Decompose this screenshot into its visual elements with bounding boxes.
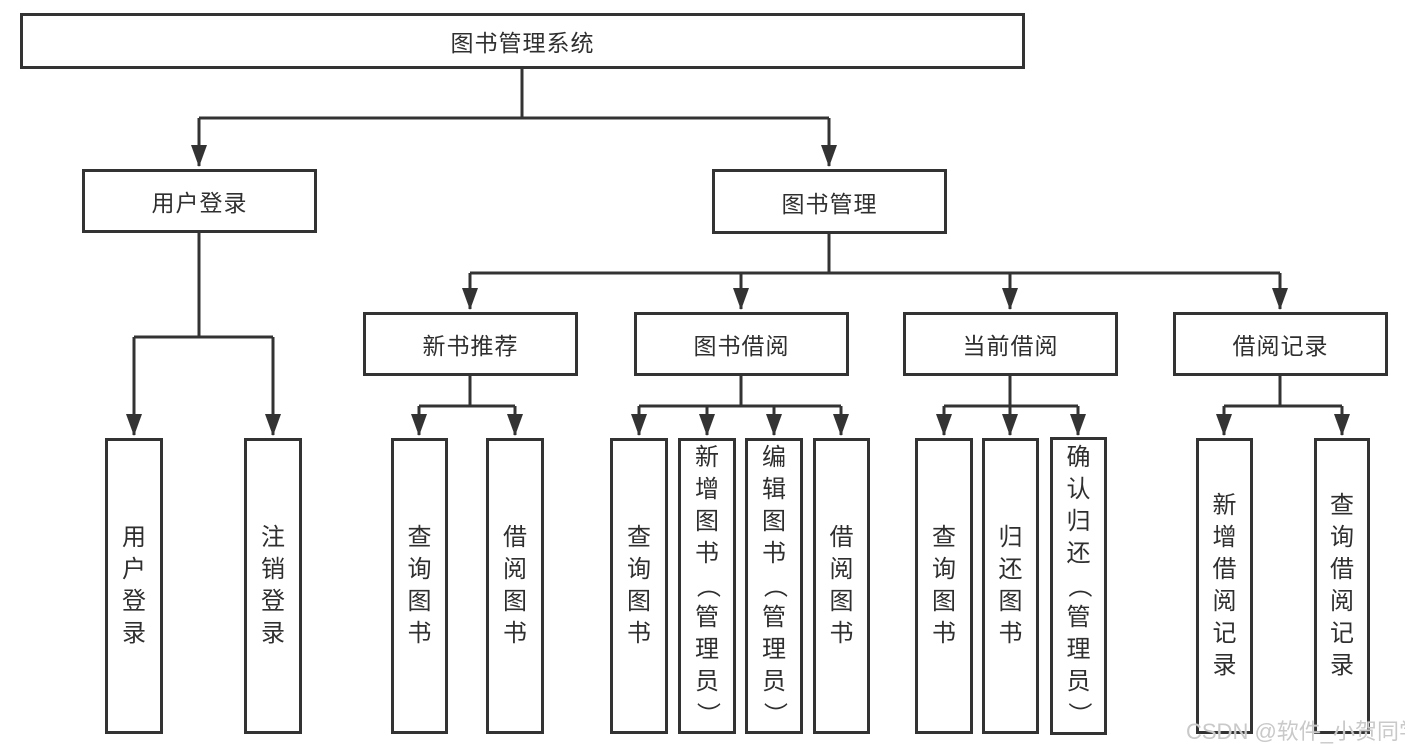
leaf-query-books-recommend: 查询图书 <box>391 438 448 734</box>
node-library-management-system: 图书管理系统 <box>20 13 1025 69</box>
leaf-confirm-return-admin: 确认归还（管理员） <box>1050 437 1107 735</box>
node-current-borrowing: 当前借阅 <box>903 312 1118 376</box>
leaf-add-book-admin: 新增图书（管理员） <box>678 438 736 734</box>
leaf-borrow-books: 借阅图书 <box>813 438 870 734</box>
leaf-query-books-borrowing: 查询图书 <box>610 438 668 734</box>
leaf-edit-book-admin: 编辑图书（管理员） <box>745 438 803 734</box>
leaf-return-books: 归还图书 <box>982 438 1039 734</box>
node-book-borrowing: 图书借阅 <box>634 312 849 376</box>
leaf-query-books-current: 查询图书 <box>915 438 973 734</box>
node-user-login: 用户登录 <box>82 169 317 233</box>
leaf-add-borrow-record: 新增借阅记录 <box>1196 438 1253 734</box>
node-book-management: 图书管理 <box>712 169 947 234</box>
node-borrowing-records: 借阅记录 <box>1173 312 1388 376</box>
leaf-borrow-books-recommend: 借阅图书 <box>486 438 544 734</box>
leaf-logout: 注销登录 <box>244 438 302 734</box>
leaf-user-login: 用户登录 <box>105 438 163 734</box>
csdn-watermark: CSDN @软件_小贺同学 <box>1186 719 1405 744</box>
node-new-book-recommendation: 新书推荐 <box>363 312 578 376</box>
leaf-query-borrow-record: 查询借阅记录 <box>1314 438 1370 734</box>
